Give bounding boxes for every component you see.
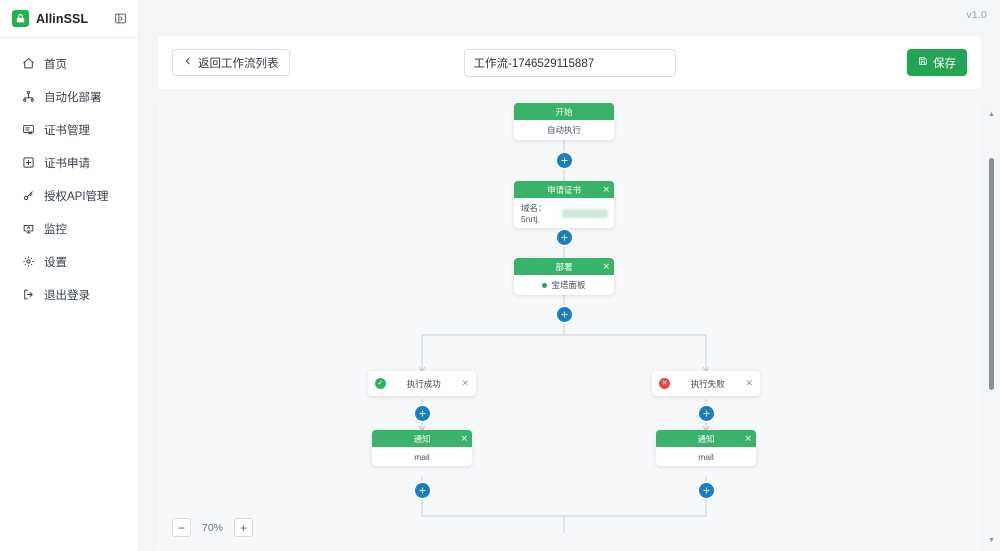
node-notify-failure[interactable]: 通知 ✕ mail [656, 430, 756, 466]
plus-circle-icon[interactable]: + [415, 406, 430, 421]
gear-icon [21, 255, 35, 269]
sitemap-icon [21, 90, 35, 104]
node-body-text: mail [414, 451, 430, 462]
zoom-in-button[interactable]: + [234, 518, 254, 537]
zoom-level-value: 70% [202, 521, 224, 534]
monitor-icon [21, 222, 35, 236]
plus-circle-icon[interactable]: + [415, 483, 430, 498]
node-body: 自动执行 [514, 120, 614, 140]
sidebar-item-label: 授权API管理 [44, 190, 109, 203]
canvas-vertical-scrollbar[interactable]: ▲ ▼ [986, 108, 997, 546]
main-area: v1.0 返回工作流列表 [139, 0, 1000, 551]
sidebar-item-label: 证书管理 [44, 124, 90, 137]
back-button-label: 返回工作流列表 [198, 57, 279, 70]
node-body: mail [372, 447, 472, 466]
back-to-workflow-list-button[interactable]: 返回工作流列表 [172, 49, 290, 76]
zoom-out-button[interactable]: − [172, 518, 191, 537]
node-title: 通知 [697, 433, 715, 444]
sidebar-item-label: 监控 [44, 223, 67, 236]
sidebar-item-label: 首页 [44, 58, 67, 71]
sidebar-item-api-auth[interactable]: 授权API管理 [0, 179, 138, 212]
save-icon [918, 56, 928, 69]
close-icon[interactable]: ✕ [460, 433, 468, 443]
version-label: v1.0 [966, 9, 987, 21]
plus-box-icon [21, 156, 35, 170]
node-body-text: 域名：5nrtj. [521, 203, 547, 224]
sidebar-item-logout[interactable]: 退出登录 [0, 278, 138, 311]
node-header: 通知 ✕ [372, 430, 472, 447]
logout-icon [21, 288, 35, 302]
condition-failure[interactable]: ✕ 执行失败 ✕ [652, 371, 760, 396]
condition-success[interactable]: ✓ 执行成功 ✕ [368, 371, 476, 396]
node-notify-success[interactable]: 通知 ✕ mail [372, 430, 472, 466]
node-body: 域名：5nrtj. [514, 198, 614, 228]
node-apply-cert[interactable]: 申请证书 ✕ 域名：5nrtj. [514, 181, 614, 228]
check-circle-icon: ✓ [375, 378, 386, 389]
save-button[interactable]: 保存 [907, 49, 967, 76]
sidebar-nav: 首页 自动化部署 证书管理 [0, 38, 138, 311]
scrollbar-thumb[interactable] [989, 158, 994, 390]
close-icon[interactable]: ✕ [745, 378, 753, 388]
sidebar: AllinSSL 首页 [0, 0, 139, 551]
arrow-left-icon [183, 56, 193, 69]
node-body: 宝塔面板 [514, 275, 614, 295]
node-body-text: mail [698, 451, 714, 462]
lock-icon [12, 10, 29, 27]
zoom-controls: − 70% + [172, 518, 254, 537]
plus-circle-icon[interactable]: + [557, 307, 572, 322]
close-icon[interactable]: ✕ [744, 433, 752, 443]
provider-status-dot-icon [542, 282, 548, 288]
flow-connectors [158, 140, 981, 533]
close-icon[interactable]: ✕ [602, 261, 610, 271]
sidebar-item-cert-apply[interactable]: 证书申请 [0, 146, 138, 179]
node-header: 通知 ✕ [656, 430, 756, 447]
sidebar-item-monitor[interactable]: 监控 [0, 212, 138, 245]
node-header: 申请证书 ✕ [514, 181, 614, 198]
condition-label: 执行成功 [406, 378, 441, 389]
plus-circle-icon[interactable]: + [699, 406, 714, 421]
sidebar-item-label: 证书申请 [44, 157, 90, 170]
workflow-canvas[interactable]: 开始 自动执行 + 申请证书 ✕ 域名：5nrtj. [158, 103, 981, 551]
node-body: mail [656, 447, 756, 466]
sidebar-item-automation[interactable]: 自动化部署 [0, 80, 138, 113]
sidebar-item-cert-manage[interactable]: 证书管理 [0, 113, 138, 146]
node-header: 部署 ✕ [514, 258, 614, 275]
redacted-domain-value [561, 208, 608, 218]
close-icon[interactable]: ✕ [461, 378, 469, 388]
node-title: 开始 [555, 106, 573, 117]
brand-name: AllinSSL [36, 11, 89, 26]
scroll-up-icon[interactable]: ▲ [988, 110, 995, 118]
sidebar-item-home[interactable]: 首页 [0, 47, 138, 80]
error-circle-icon: ✕ [659, 378, 670, 389]
workflow-canvas-wrapper[interactable]: 开始 自动执行 + 申请证书 ✕ 域名：5nrtj. [158, 103, 981, 551]
scroll-down-icon[interactable]: ▼ [988, 536, 995, 544]
plus-circle-icon[interactable]: + [557, 230, 572, 245]
node-title: 部署 [555, 261, 573, 272]
certificate-icon [21, 123, 35, 137]
workflow-toolbar: 返回工作流列表 保存 [158, 36, 981, 89]
condition-label: 执行失败 [690, 378, 725, 389]
home-icon [21, 57, 35, 71]
plus-circle-icon[interactable]: + [557, 153, 572, 168]
node-start[interactable]: 开始 自动执行 [514, 103, 614, 140]
workflow-name-input[interactable] [463, 48, 676, 77]
scrollbar-track[interactable] [986, 120, 997, 534]
node-title: 通知 [413, 433, 431, 444]
node-deploy[interactable]: 部署 ✕ 宝塔面板 [514, 258, 614, 295]
collapse-menu-icon[interactable] [113, 11, 128, 26]
sidebar-item-label: 退出登录 [44, 289, 90, 302]
toolbar-wrapper: 返回工作流列表 保存 [139, 0, 1000, 89]
sidebar-item-settings[interactable]: 设置 [0, 245, 138, 278]
brand-header: AllinSSL [0, 0, 138, 38]
key-icon [21, 189, 35, 203]
sidebar-item-label: 设置 [44, 256, 67, 269]
sidebar-item-label: 自动化部署 [44, 91, 102, 104]
node-header: 开始 [514, 103, 614, 120]
node-title: 申请证书 [546, 184, 581, 195]
close-icon[interactable]: ✕ [602, 184, 610, 194]
save-button-label: 保存 [933, 57, 956, 70]
plus-circle-icon[interactable]: + [699, 483, 714, 498]
node-body-text: 宝塔面板 [551, 280, 586, 290]
node-body-text: 自动执行 [546, 125, 581, 135]
